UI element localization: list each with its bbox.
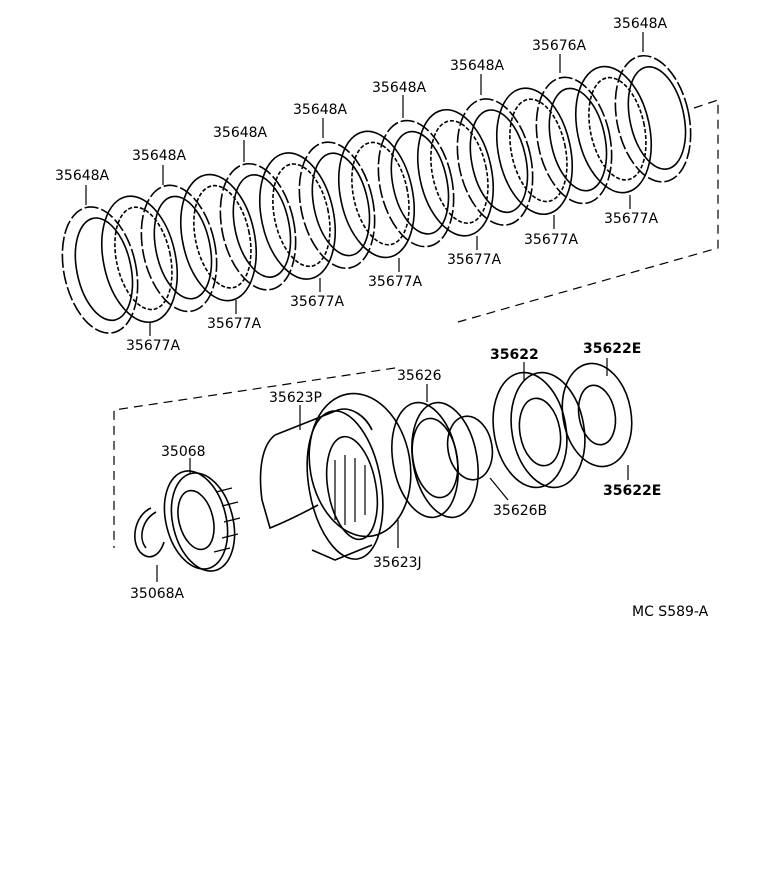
- label-35622E-2: 35622E: [603, 483, 661, 499]
- label-35648A-1: 35648A: [55, 168, 110, 184]
- label-35648A-6: 35648A: [450, 58, 505, 74]
- label-35626: 35626: [397, 368, 442, 384]
- label-35677A-1: 35677A: [126, 338, 181, 354]
- clutch-plate: [298, 141, 376, 270]
- snap-ring: [134, 507, 165, 558]
- diagram-reference-code: MC S589-A: [632, 604, 709, 620]
- oil-seal: [561, 362, 633, 468]
- clutch-disc: [417, 108, 494, 237]
- clutch-plate: [61, 206, 139, 334]
- clutch-disc: [575, 65, 652, 194]
- clutch-disc: [496, 87, 573, 216]
- clutch-plate: [456, 98, 534, 226]
- lower-assembly: [134, 362, 633, 572]
- clutch-disc: [338, 130, 415, 259]
- label-35676A: 35676A: [532, 38, 587, 54]
- clutch-disc: [259, 152, 336, 280]
- label-35648A-4: 35648A: [293, 102, 348, 118]
- label-35622: 35622: [490, 347, 539, 363]
- label-35648A-3: 35648A: [213, 125, 268, 141]
- clutch-plate: [140, 184, 218, 313]
- label-35677A-6: 35677A: [524, 232, 579, 248]
- label-35068: 35068: [161, 444, 206, 460]
- label-35648A-5: 35648A: [372, 80, 427, 96]
- label-35677A-7: 35677A: [604, 211, 659, 227]
- part-labels: 35648A 35648A 35648A 35648A 35648A 35648…: [55, 16, 709, 620]
- label-35623P: 35623P: [269, 390, 322, 406]
- label-35677A-2: 35677A: [207, 316, 262, 332]
- spring-retainer: [163, 470, 241, 572]
- label-35622E-1: 35622E: [583, 341, 641, 357]
- label-35677A-5: 35677A: [447, 252, 502, 268]
- piston: [391, 401, 494, 519]
- leader-lines: [85, 32, 644, 582]
- clutch-plate: [535, 76, 613, 205]
- clutch-plate: [219, 162, 297, 291]
- dashed-guide-lines: [113, 99, 719, 548]
- label-35626B: 35626B: [493, 503, 547, 519]
- label-35677A-3: 35677A: [290, 294, 345, 310]
- clutch-plate: [614, 54, 692, 183]
- clutch-plate: [377, 119, 455, 248]
- clutch-plate-stack: [61, 54, 692, 334]
- label-35648A-8: 35648A: [613, 16, 668, 32]
- clutch-disc: [180, 173, 257, 302]
- clutch-drum: [259, 392, 412, 561]
- label-35677A-4: 35677A: [368, 274, 423, 290]
- cylinder: [492, 371, 586, 489]
- label-35068A: 35068A: [130, 586, 185, 602]
- clutch-disc: [101, 195, 178, 324]
- label-35623J: 35623J: [373, 555, 422, 571]
- label-35648A-2: 35648A: [132, 148, 187, 164]
